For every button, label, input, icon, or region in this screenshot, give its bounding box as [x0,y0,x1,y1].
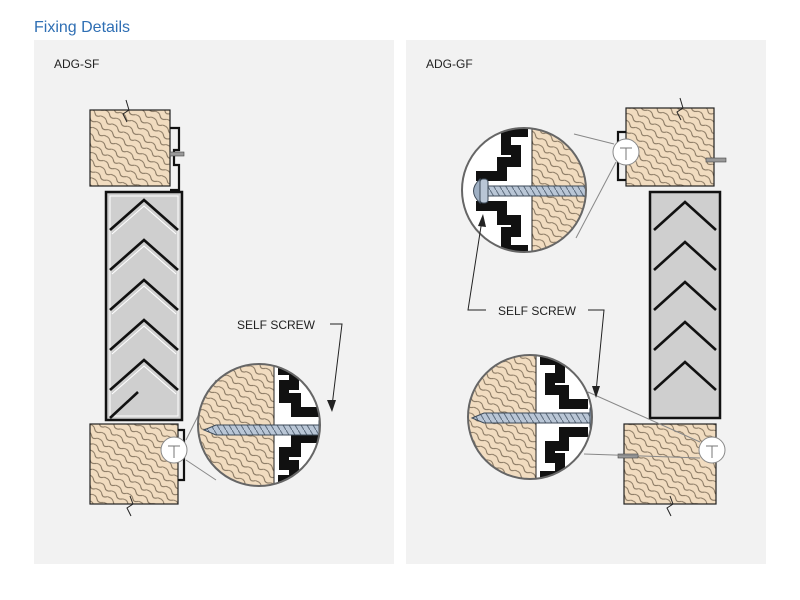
callout-leader-up [467,219,486,311]
diagram-panel-adg-sf: ADG-SF [34,40,394,564]
timber-block-top [625,97,715,187]
diagram-panel-adg-gf: ADG-GF [406,40,766,564]
panel-label-adg-sf: ADG-SF [54,57,100,71]
frame-profile-top [170,126,181,192]
timber-block-bottom [623,423,717,517]
screw-small-top [169,151,185,157]
callout-leader-down [588,309,605,393]
page-title: Fixing Details [34,19,131,36]
timber-block-top [89,99,171,187]
self-screw-top [473,177,586,205]
callout-self-screw: SELF SCREW [237,318,316,332]
self-screw-bottom [470,405,592,431]
panel-label-adg-gf: ADG-GF [426,57,473,71]
grille-louvres [648,190,722,420]
timber-block-bottom [89,423,179,517]
callout-self-screw: SELF SCREW [498,304,577,318]
grille-louvres [104,190,184,422]
magnified-detail-circle [198,364,320,486]
screw-small-top [705,157,727,163]
adg-gf-drawing: SELF SCREW [461,97,727,517]
callout-leader [330,323,343,407]
adg-sf-drawing: SELF SCREW [89,99,343,517]
